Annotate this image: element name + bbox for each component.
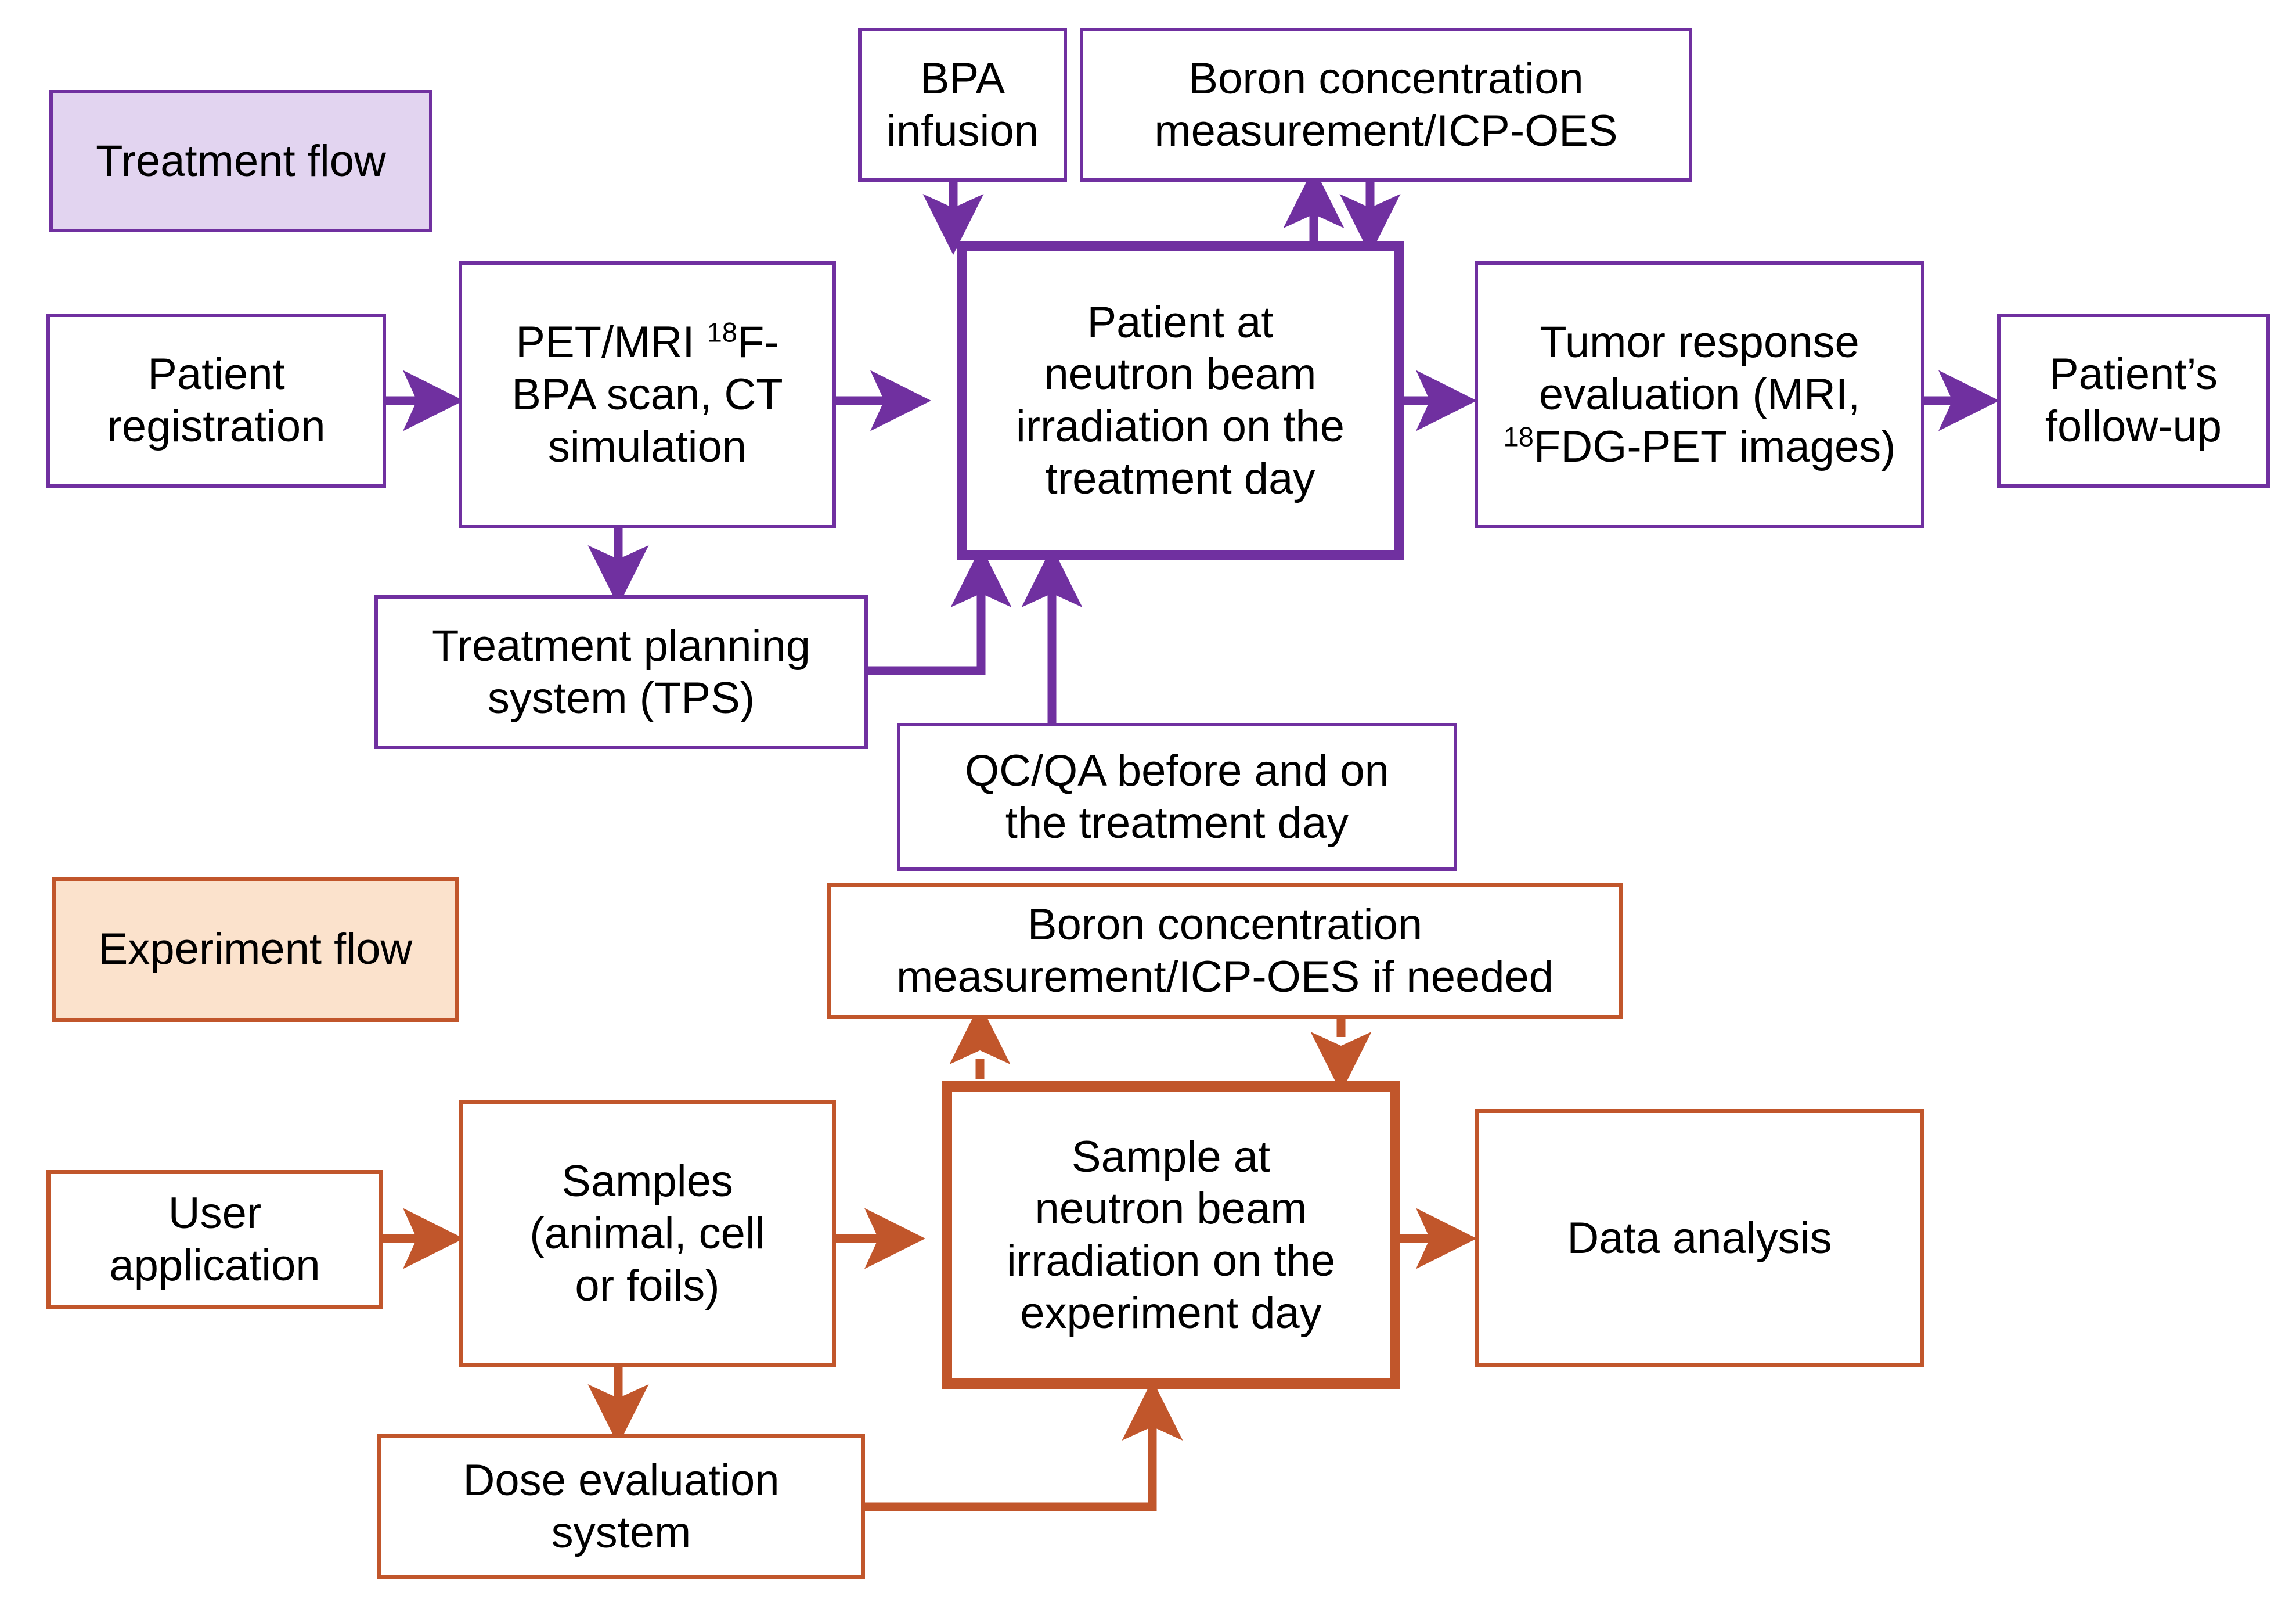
- edge-dose-to-sample-irradiation: [865, 1380, 1183, 1511]
- node-data-analysis[interactable]: Data analysis: [1475, 1109, 1924, 1367]
- legend-experiment-flow-label: Experiment flow: [98, 924, 413, 974]
- legend-experiment-flow: Experiment flow: [52, 877, 459, 1022]
- legend-treatment-flow-label: Treatment flow: [96, 136, 386, 186]
- edge-tps-to-irradiation: [868, 546, 1012, 675]
- legend-treatment-flow: Treatment flow: [49, 90, 432, 232]
- node-data-analysis-label: Data analysis: [1567, 1213, 1832, 1263]
